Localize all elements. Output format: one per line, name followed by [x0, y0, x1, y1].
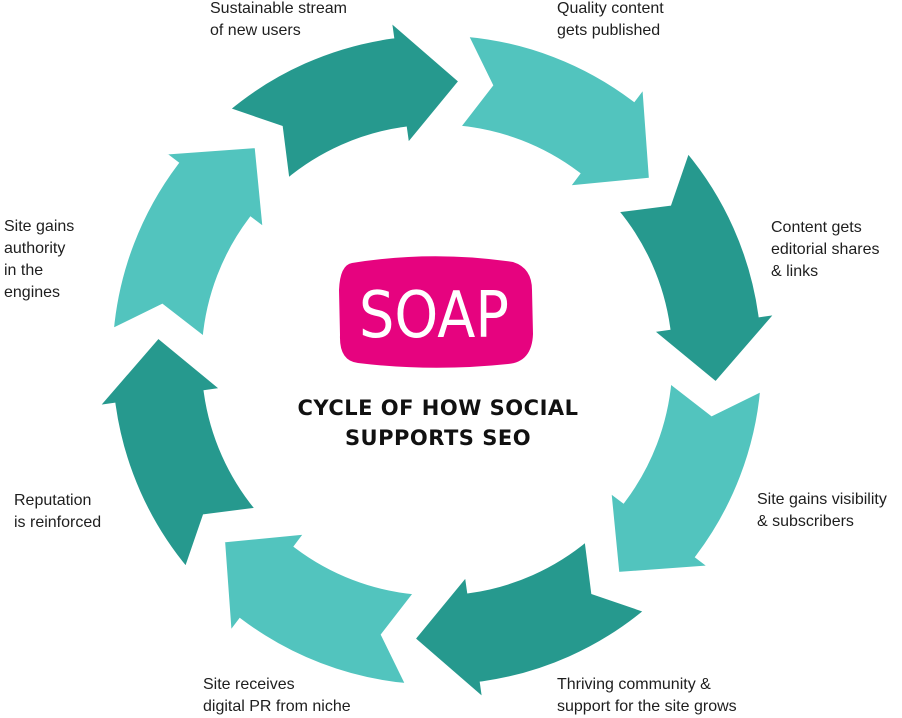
- arrow-authority: [108, 142, 269, 345]
- step-label-new-users: Sustainable stream of new users: [210, 0, 347, 39]
- arrow-community: [409, 533, 653, 708]
- step-label-visibility: Site gains visibility & subscribers: [757, 491, 887, 530]
- step-label-reputation: Reputation is reinforced: [14, 492, 102, 531]
- arrow-editorial-shares: [610, 144, 785, 388]
- step-label-community: Thriving community & support for the sit…: [557, 676, 737, 715]
- step-label-digital-pr: Site receives digital PR from niche: [203, 676, 351, 715]
- arrow-reputation: [89, 332, 264, 576]
- arrow-new-users: [221, 12, 465, 187]
- soap-logo: SOAP: [339, 256, 533, 368]
- soap-logo-text: SOAP: [359, 279, 509, 353]
- step-label-quality-content: Quality content gets published: [557, 0, 664, 39]
- step-label-authority: Site gains authority in the engines: [4, 218, 75, 301]
- arrow-quality-content: [452, 31, 655, 192]
- arrow-visibility: [605, 375, 766, 578]
- arrow-digital-pr: [219, 528, 422, 689]
- cycle-title: CYCLE OF HOW SOCIAL SUPPORTS SEO: [297, 396, 579, 450]
- step-label-editorial-shares: Content gets editorial shares & links: [771, 219, 880, 280]
- soap-logo-badge: [339, 256, 533, 368]
- cycle-arrows: [89, 12, 785, 708]
